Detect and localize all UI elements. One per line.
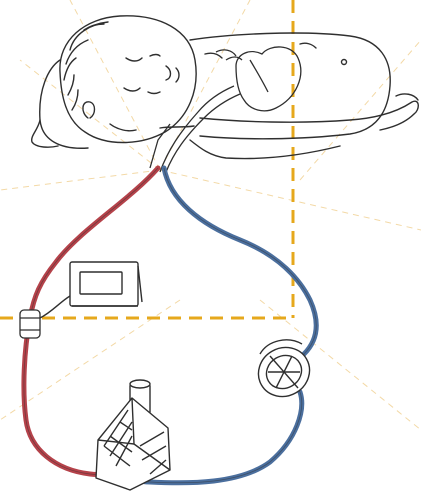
infant-head: [60, 16, 196, 143]
line-connector: [20, 310, 40, 338]
infant-eye-right: [124, 88, 140, 91]
infant: [32, 16, 419, 159]
cannulas: [150, 86, 240, 172]
infant-heart: [216, 47, 301, 111]
infant-ear: [83, 102, 95, 118]
ray-lines: [0, 0, 421, 430]
infant-eye-left: [126, 58, 142, 61]
pressure-monitor: [40, 262, 142, 318]
oxygenator: [96, 380, 170, 490]
infant-arm-raised: [40, 60, 88, 148]
